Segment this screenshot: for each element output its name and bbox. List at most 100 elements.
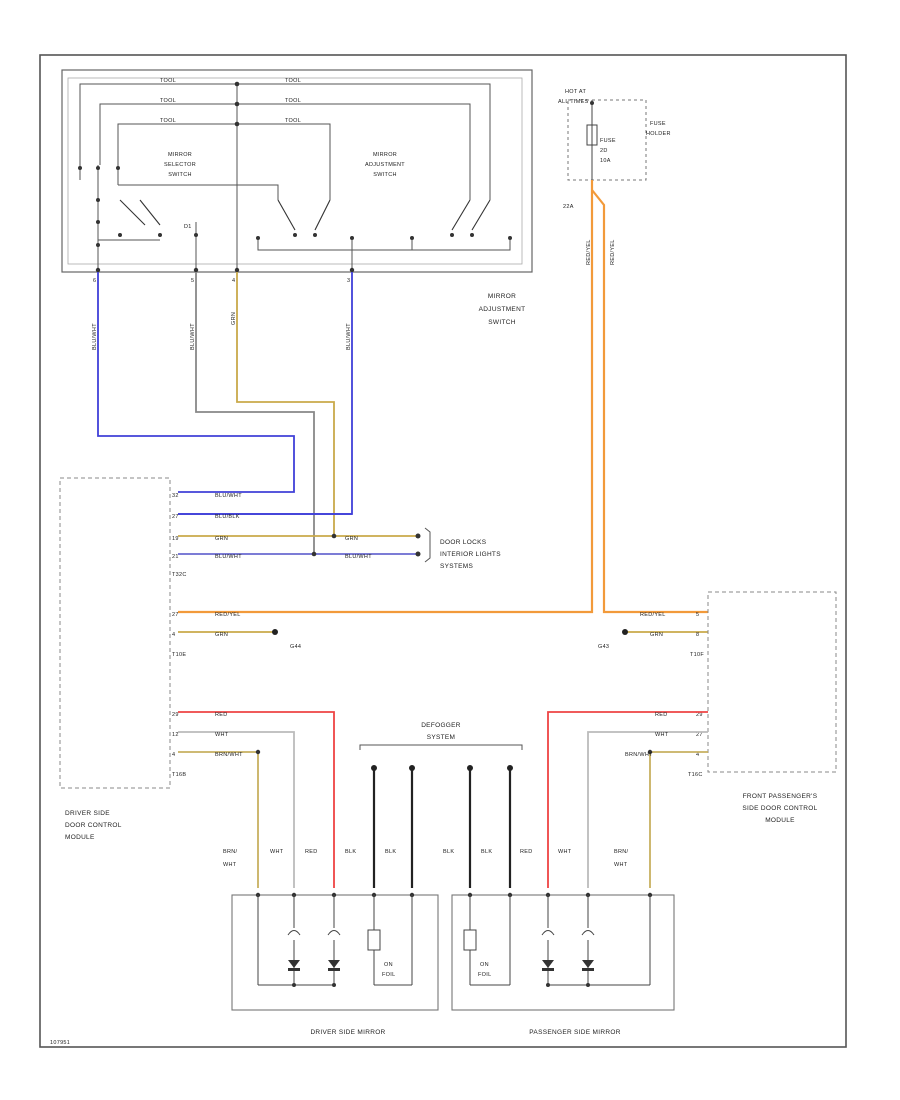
diagram-id: 107951 — [50, 1040, 70, 1046]
mirror-adjustment-label-1: MIRROR — [373, 152, 397, 158]
svg-text:27: 27 — [172, 514, 179, 520]
internal-wire-label: TOOL — [160, 78, 176, 84]
ground-left-label: G44 — [290, 644, 301, 650]
wire-blu-wht-2 — [178, 272, 353, 515]
mirror-selector-label-3: SWITCH — [168, 172, 192, 178]
mirror-wire-label: BRN/WHT — [625, 752, 653, 758]
driver-module-label-2: DOOR CONTROL — [65, 822, 122, 829]
passenger-module-label-1: FRONT PASSENGER'S — [743, 793, 818, 800]
wire-brn-wht-driver — [178, 751, 259, 888]
mirror-wire-label: RED — [655, 712, 668, 718]
door-lock-wire-label: GRN — [345, 536, 358, 542]
fuse-label-3: 10A — [600, 158, 611, 164]
svg-text:32: 32 — [172, 493, 179, 499]
door-locks-label-1: DOOR LOCKS — [440, 539, 487, 546]
mirror-adjustment-label-2: ADJUSTMENT — [365, 162, 405, 168]
driver-side-mirror: ON FOIL — [231, 892, 439, 1011]
wire-label-vertical: BLU/WHT — [92, 323, 98, 350]
svg-text:T32C: T32C — [172, 572, 187, 578]
wire-red-driver — [178, 711, 335, 888]
grn-right-label: GRN — [650, 632, 663, 638]
switch-component-label-1: MIRROR — [488, 293, 516, 300]
grn-left-label: GRN — [215, 632, 228, 638]
ground-right-label: G43 — [598, 644, 609, 650]
door-locks-label-3: SYSTEMS — [440, 563, 474, 570]
switch-pin-label: 4 — [232, 278, 235, 284]
wire-red-yel-left — [178, 180, 594, 614]
all-times-label: ALL TIMES — [558, 99, 589, 105]
svg-text:27: 27 — [172, 612, 179, 618]
svg-text:5: 5 — [696, 612, 699, 618]
svg-text:T10E: T10E — [172, 652, 186, 658]
switch-pin-label: 6 — [93, 278, 96, 284]
passenger-mirror-wire-label: WHT — [558, 849, 572, 855]
heater-label-1: ON — [480, 962, 489, 968]
switch-pin-label: 3 — [347, 278, 350, 284]
wire-label-vertical: RED/YEL — [610, 239, 616, 265]
svg-text:4: 4 — [696, 752, 699, 758]
mirror-selector-label-2: SELECTOR — [164, 162, 196, 168]
mirror-adjustment-switch: TOOL TOOL TOOL TOOL TOOL TOOL MIRROR SEL… — [61, 69, 533, 284]
wire-gray — [195, 272, 315, 554]
passenger-mirror-wire-label: BLK — [443, 849, 454, 855]
driver-mirror-wire-label: WHT — [270, 849, 284, 855]
wire-label-vertical: RED/YEL — [586, 239, 592, 265]
driver-mirror-wire-label: WHT — [223, 862, 237, 868]
switch-component-label-3: SWITCH — [488, 319, 515, 326]
wire-grn — [236, 272, 335, 536]
fuse-label-1: FUSE — [600, 138, 616, 144]
internal-wire-label: TOOL — [160, 98, 176, 104]
svg-text:T16B: T16B — [172, 772, 186, 778]
fuse-connector-label: 22A — [563, 204, 574, 210]
switch-pin-label: 5 — [191, 278, 194, 284]
switch-component-label-2: ADJUSTMENT — [479, 306, 526, 313]
defogger-bracket — [359, 744, 523, 750]
mirror-wire-label: BRN/WHT — [215, 752, 243, 758]
svg-text:4: 4 — [172, 632, 175, 638]
svg-text:4: 4 — [172, 752, 175, 758]
fuse-holder-label-1: FUSE — [650, 121, 666, 127]
driver-door-module-box — [59, 477, 171, 789]
passenger-mirror-label: PASSENGER SIDE MIRROR — [529, 1029, 620, 1036]
passenger-module-label-2: SIDE DOOR CONTROL — [742, 805, 817, 812]
mirror-selector-label-1: MIRROR — [168, 152, 192, 158]
svg-text:12: 12 — [172, 732, 179, 738]
driver-mirror-label: DRIVER SIDE MIRROR — [310, 1029, 385, 1036]
internal-wire-label: TOOL — [285, 98, 301, 104]
door-lock-wire-label: BLU/WHT — [345, 554, 372, 560]
internal-wire-label: TOOL — [160, 118, 176, 124]
wire-label-vertical: BLU/WHT — [190, 323, 196, 350]
heater-label-1: ON — [384, 962, 393, 968]
svg-text:8: 8 — [696, 632, 699, 638]
wire-red-passenger — [547, 711, 708, 888]
svg-text:27: 27 — [696, 732, 703, 738]
mirror-wire-label: RED — [215, 712, 228, 718]
svg-text:T10F: T10F — [690, 652, 704, 658]
wire-label-vertical: GRN — [231, 312, 237, 325]
passenger-mirror-wire-label: RED — [520, 849, 533, 855]
svg-text:19: 19 — [172, 536, 179, 542]
door-locks-label-2: INTERIOR LIGHTS — [440, 551, 501, 558]
module-wire-label: BLU/BLK — [215, 514, 240, 520]
driver-mirror-wire-label: BRN/ — [223, 849, 238, 855]
passenger-side-mirror: ON FOIL — [451, 892, 675, 1011]
defogger-label-2: SYSTEM — [427, 734, 456, 741]
passenger-mirror-wire-label: WHT — [614, 862, 628, 868]
passenger-mirror-wire-label: BRN/ — [614, 849, 629, 855]
passenger-module-label-3: MODULE — [765, 817, 795, 824]
driver-mirror-wire-label: BLK — [345, 849, 356, 855]
passenger-door-module-box — [707, 591, 837, 773]
passenger-mirror-wire-label: BLK — [481, 849, 492, 855]
red-yel-right-label: RED/YEL — [640, 612, 666, 618]
defogger-label-1: DEFOGGER — [421, 722, 461, 729]
lamp-label: D1 — [184, 224, 192, 230]
internal-wire-label: TOOL — [285, 118, 301, 124]
mirror-wire-label: WHT — [215, 732, 229, 738]
svg-text:29: 29 — [696, 712, 703, 718]
wire-wht-passenger — [587, 731, 708, 888]
driver-module-label-1: DRIVER SIDE — [65, 810, 110, 817]
driver-module-pins: 32 27 19 21 T32C 27 4 T10E 29 12 4 T16B — [172, 493, 187, 778]
internal-wire-label: TOOL — [285, 78, 301, 84]
driver-mirror-wire-label: RED — [305, 849, 318, 855]
